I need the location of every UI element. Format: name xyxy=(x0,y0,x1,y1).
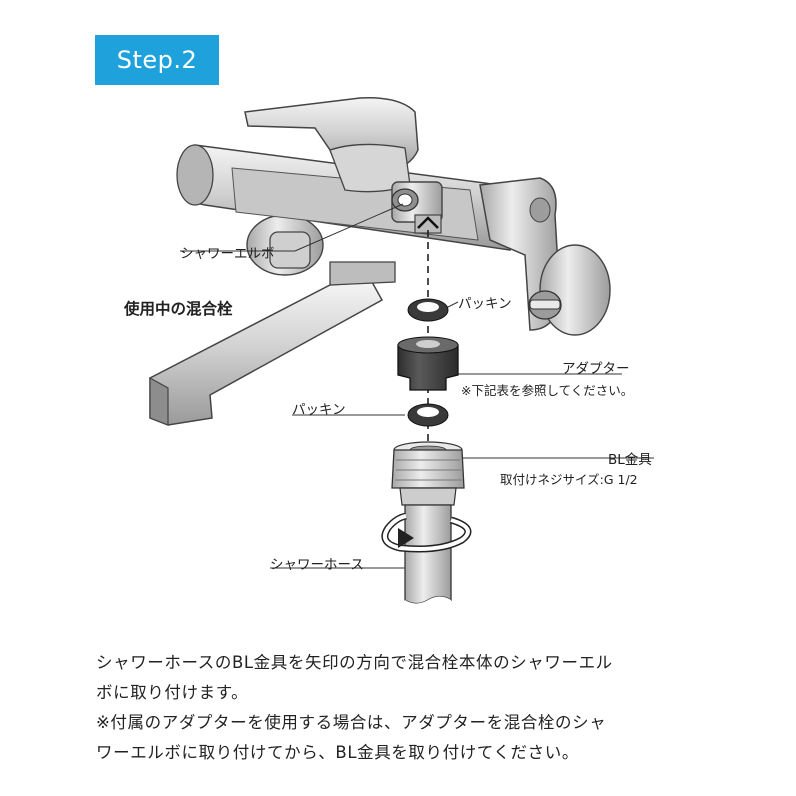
instruction-line: ボに取り付けます。 xyxy=(96,683,249,702)
label-adapter-note: ※下記表を参照してください。 xyxy=(461,383,634,398)
leader-lines xyxy=(180,203,654,569)
faucet-spout xyxy=(149,261,396,426)
label-bl-fitting: BL金具 xyxy=(608,452,652,468)
instruction-note-line: ワーエルボに取り付けてから、BL金具を取り付けてください。 xyxy=(96,743,579,762)
shower-hose xyxy=(404,504,452,615)
bl-fitting xyxy=(391,441,465,506)
packing-top xyxy=(407,298,449,322)
lever-handle xyxy=(244,97,419,193)
label-thread-size: 取付けネジサイズ:G 1/2 xyxy=(500,472,638,487)
label-shower-elbow: シャワーエルボ xyxy=(180,246,275,262)
label-faucet-in-use: 使用中の混合栓 xyxy=(124,300,233,318)
label-shower-hose: シャワーホース xyxy=(270,557,364,573)
instruction-note-line: ※付属のアダプターを使用する場合は、アダプターを混合栓のシャ xyxy=(96,713,607,732)
rotate-arrow-icon xyxy=(381,512,472,553)
up-arrow-icon xyxy=(417,216,439,229)
instruction-line: シャワーホースのBL金具を矢印の方向で混合栓本体のシャワーエル xyxy=(96,653,613,672)
label-packing-top: パッキン xyxy=(458,296,512,312)
packing-bottom xyxy=(407,403,449,427)
instructions: シャワーホースのBL金具を矢印の方向で混合栓本体のシャワーエル ボに取り付けます… xyxy=(96,648,716,768)
label-adapter: アダプター xyxy=(562,361,630,377)
left-wall-mount xyxy=(246,214,324,276)
right-arm xyxy=(479,177,611,336)
step-badge: Step.2 xyxy=(95,35,219,85)
shower-elbow xyxy=(391,181,443,234)
label-packing-bottom: パッキン xyxy=(292,402,346,418)
adapter xyxy=(397,336,459,391)
